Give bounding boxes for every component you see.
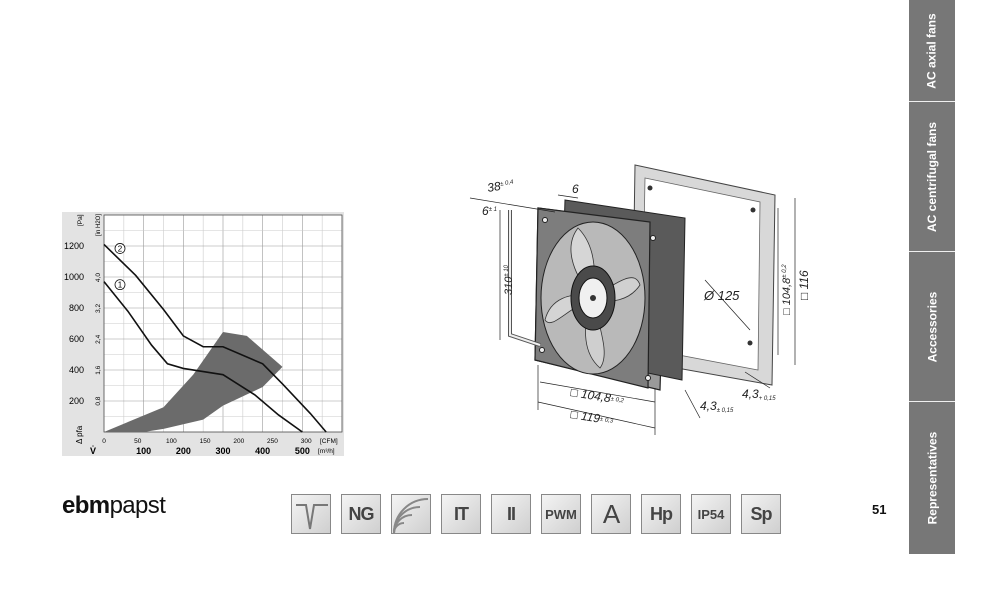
dimension-lines (469, 194, 796, 435)
series-marker-2 (114, 243, 126, 254)
y-tick-pa: 600 (69, 334, 84, 344)
x-tick-m3h: 400 (255, 446, 270, 456)
y-unit-inh2o: [in H2O] (96, 214, 102, 236)
sound-waves-icon (391, 494, 431, 534)
dim-4-3-b: 4,3+ 0,15 (742, 387, 776, 402)
tab-ac-centrifugal-fans[interactable]: AC centrifugal fans (909, 102, 955, 252)
y-tick-inh2o: 0,8 (95, 396, 102, 405)
y-tick-pa: 200 (69, 396, 84, 406)
sp-icon: Sp (741, 494, 781, 534)
fan-housing (534, 199, 686, 391)
performance-chart: 21200400600800100012000,81,62,43,24,0[Pa… (62, 212, 344, 456)
ebmpapst-logo: ebmpapst (62, 492, 166, 519)
x-unit-cfm: [CFM] (320, 438, 338, 445)
x-tick-cfm: 250 (267, 438, 278, 445)
x-tick-cfm: 200 (233, 438, 244, 445)
x-axis-symbol: V̇ (90, 446, 96, 456)
hp-icon: Hp (641, 494, 681, 534)
dim-6-tol: 6± 1 (482, 204, 497, 218)
waveform-icon (291, 494, 331, 534)
curve-1 (103, 281, 303, 433)
series-label-2: 2 (118, 244, 123, 253)
series-marker-1 (114, 279, 126, 291)
x-tick-m3h: 500 (295, 446, 310, 456)
feature-icons-row: NG IT II PWM A Hp IP54 Sp (291, 494, 781, 536)
x-tick-cfm: 150 (200, 438, 211, 445)
x-tick-cfm: 50 (134, 438, 142, 445)
x-tick-m3h: 100 (136, 446, 151, 456)
ip54-icon: IP54 (691, 494, 731, 534)
y-tick-inh2o: 1,6 (95, 365, 102, 374)
section-tabs: AC axial fans AC centrifugal fans Access… (909, 0, 955, 554)
y-tick-inh2o: 2,4 (95, 334, 102, 343)
dim-116: □ 116 (797, 270, 811, 300)
y-unit-pa: [Pa] (77, 214, 84, 226)
y-tick-inh2o: 4,0 (95, 273, 102, 282)
x-tick-cfm: 100 (166, 438, 177, 445)
tab-accessories[interactable]: Accessories (909, 252, 955, 402)
tab-ac-axial-fans[interactable]: AC axial fans (909, 0, 955, 102)
cable-inner (509, 210, 541, 346)
current-ii-icon: II (491, 494, 531, 534)
dim-310: 310± 10 (503, 264, 515, 295)
dim-diameter-125: Ø 125 (703, 288, 740, 303)
x-unit-m3h: [m³/h] (318, 448, 335, 455)
plot-border (103, 214, 343, 433)
y-axis-symbol: Δ pfa (75, 425, 84, 444)
page-number: 51 (872, 502, 887, 517)
pwm-icon: PWM (541, 494, 581, 534)
alarm-a-icon: A (591, 494, 631, 534)
x-tick-cfm: 0 (102, 438, 106, 445)
y-tick-pa: 1000 (64, 272, 84, 282)
chart-labels: 21200400600800100012000,81,62,43,24,0[Pa… (64, 214, 338, 456)
y-tick-inh2o: 3,2 (95, 304, 102, 313)
ng-icon: NG (341, 494, 381, 534)
y-tick-pa: 400 (69, 365, 84, 375)
x-tick-m3h: 300 (215, 446, 230, 456)
operating-range-area (104, 332, 283, 432)
y-tick-pa: 1200 (64, 241, 84, 251)
series-label-1: 1 (118, 281, 123, 290)
x-tick-cfm: 300 (301, 438, 312, 445)
dim-104-8-right: □ 104,8± 0,2 (781, 264, 793, 315)
curve-2 (103, 243, 327, 433)
dim-4-3-a: 4,3± 0,15 (700, 399, 734, 414)
x-tick-m3h: 200 (176, 446, 191, 456)
dim-104-8-bottom: □ 104,8± 0,2 (570, 385, 626, 407)
y-tick-pa: 800 (69, 303, 84, 313)
dim-6-top: 6 (572, 182, 579, 196)
fan-dimension-drawing: 38± 0,4 6 6± 1 310± 10 □ 104,8± 0,2 □ 11… (469, 164, 811, 435)
temperature-it-icon: IT (441, 494, 481, 534)
dim-119: □ 119± 0,3 (570, 407, 615, 428)
dim-38: 38± 0,4 (486, 176, 515, 195)
tab-representatives[interactable]: Representatives (925, 431, 939, 525)
